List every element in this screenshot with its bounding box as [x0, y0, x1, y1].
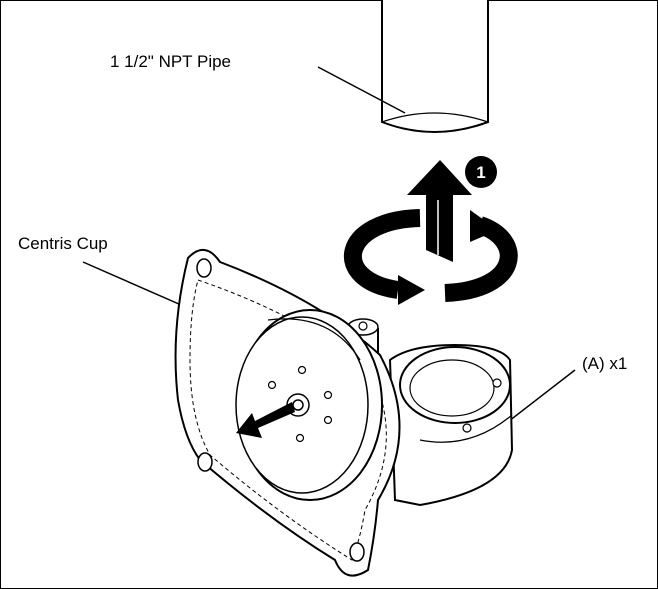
step-badge: 1 [465, 156, 497, 188]
mount-collar-part-a [388, 343, 514, 507]
svg-text:1: 1 [476, 163, 485, 182]
part-a-label: (A) x1 [582, 354, 627, 373]
lift-arrow-icon [407, 160, 472, 262]
cup-label: Centris Cup [18, 234, 108, 253]
pipe-leader-line [317, 66, 406, 114]
pipe-label: 1 1/2" NPT Pipe [110, 52, 231, 71]
rotate-arrow-icon [343, 209, 518, 305]
pull-arrow-icon [236, 402, 295, 438]
npt-pipe [381, 0, 489, 133]
centris-cup [174, 249, 401, 577]
